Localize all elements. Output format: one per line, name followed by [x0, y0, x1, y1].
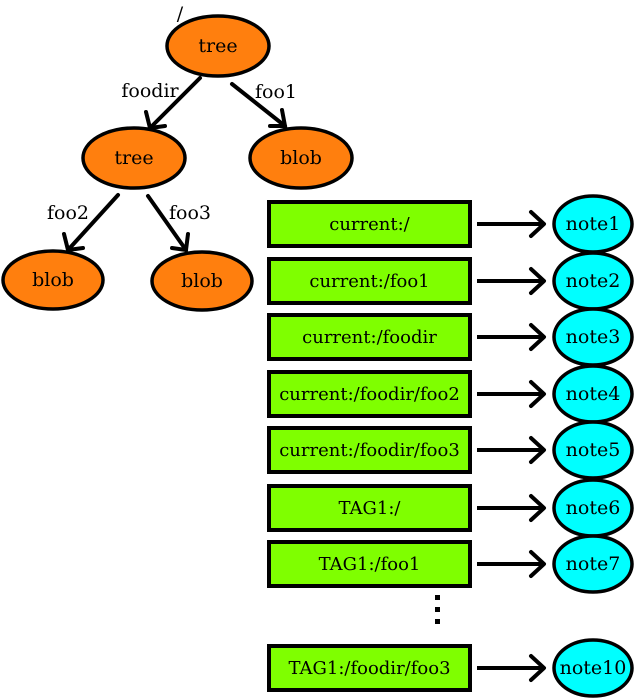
edge-label-foodir: foodir — [121, 80, 179, 102]
mapping-arrowhead — [529, 210, 546, 238]
ref-box — [267, 484, 472, 532]
note-label: note5 — [566, 439, 621, 461]
edge-foodir-foo2-arrowhead — [62, 232, 85, 253]
note-node — [552, 420, 634, 480]
mapping-row: current:/foodir note3 — [267, 307, 634, 367]
edge-foodir-foo3 — [146, 194, 188, 252]
ref-box — [267, 644, 472, 692]
note-label: note1 — [566, 213, 621, 235]
ref-label: TAG1:/foodir/foo3 — [288, 658, 450, 679]
ref-label: current:/foodir/foo3 — [279, 440, 460, 461]
edge-label-foo1: foo1 — [255, 81, 297, 103]
ref-box — [267, 426, 472, 474]
ref-label: current:/ — [329, 214, 410, 235]
mapping-row: TAG1:/foo1 note7 — [267, 534, 634, 594]
ref-box — [267, 540, 472, 588]
root-path-label: / — [177, 3, 184, 25]
ref-label: current:/foodir/foo2 — [279, 384, 460, 405]
note-node — [552, 534, 634, 594]
edge-root-foodir — [148, 76, 202, 130]
ref-label: TAG1:/foo1 — [319, 554, 421, 575]
note-label: note7 — [566, 553, 621, 575]
note-label: note4 — [566, 383, 621, 405]
ref-box — [267, 200, 472, 248]
mapping-row: current:/ note1 — [267, 194, 634, 254]
svg-text:blob: blob — [32, 269, 74, 291]
ref-box — [267, 257, 472, 305]
mapping-arrowhead — [529, 323, 546, 351]
node-root-tree: tree — [165, 14, 271, 78]
node-foo3-blob: blob — [150, 250, 254, 312]
note-label: note10 — [560, 657, 627, 679]
mapping-row: TAG1:/ note6 — [267, 478, 634, 538]
edge-root-foo1 — [230, 82, 287, 128]
note-label: note3 — [566, 326, 621, 348]
note-label: note6 — [566, 497, 621, 519]
edge-root-foo1-arrowhead — [268, 108, 288, 128]
svg-text:tree: tree — [198, 35, 237, 57]
mapping-row: current:/foo1 note2 — [267, 251, 634, 311]
edge-foodir-foo3-arrowhead — [170, 232, 190, 253]
mapping-arrowhead — [529, 550, 546, 578]
tree-edges — [62, 76, 288, 253]
node-foo1-blob: blob — [248, 126, 354, 190]
ref-label: TAG1:/ — [339, 498, 402, 519]
mapping-row: current:/foodir/foo3 note5 — [267, 420, 634, 480]
note-label: note2 — [566, 270, 621, 292]
edge-label-foo3: foo3 — [169, 202, 211, 224]
mapping-arrowhead — [529, 494, 546, 522]
ref-label: current:/foo1 — [309, 271, 429, 292]
mapping-arrowhead — [529, 380, 546, 408]
ref-box — [267, 313, 472, 361]
node-foo2-blob: blob — [1, 249, 105, 311]
mapping-arrowhead — [529, 436, 546, 464]
mapping-arrowhead — [529, 654, 546, 682]
node-foodir-tree: tree — [81, 126, 187, 190]
mapping-arrowhead — [529, 267, 546, 295]
edge-foodir-foo2 — [66, 193, 120, 252]
tree-nodes: tree tree blob blob blob — [1, 14, 354, 312]
mapping-row: TAG1:/foodir/foo3 note10 — [267, 638, 634, 698]
svg-text:tree: tree — [114, 147, 153, 169]
ellipsis-dots — [435, 595, 440, 624]
ref-label: current:/foodir — [302, 327, 437, 348]
edge-label-foo2: foo2 — [47, 202, 89, 224]
ref-box — [267, 370, 472, 418]
note-node — [552, 638, 634, 698]
mapping-row: current:/foodir/foo2 note4 — [267, 364, 634, 424]
svg-text:blob: blob — [181, 270, 223, 292]
svg-text:blob: blob — [280, 147, 322, 169]
